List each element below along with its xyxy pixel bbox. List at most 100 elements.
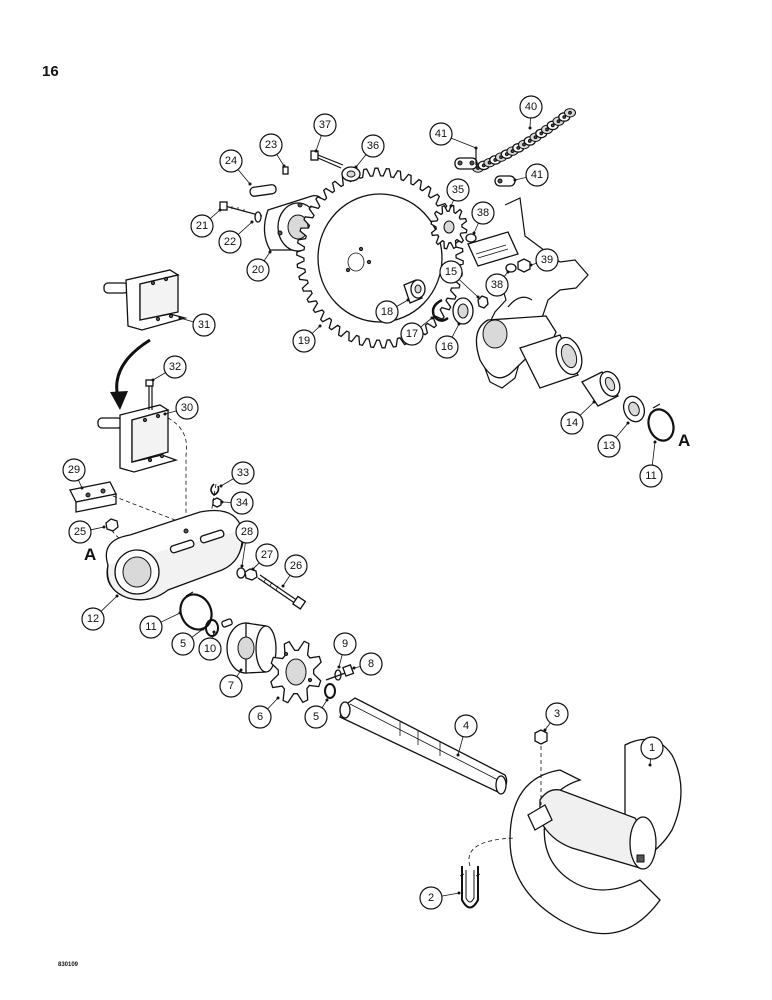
callout-pointer <box>430 316 434 320</box>
key <box>221 618 233 628</box>
callout-balloon <box>230 491 254 515</box>
callout-number: 32 <box>169 361 181 373</box>
callout-balloon <box>439 260 463 284</box>
callout-number: 12 <box>87 613 99 625</box>
slide-block <box>69 481 117 513</box>
callout-leader <box>267 697 279 710</box>
connector-link-upper <box>454 148 478 170</box>
callout-number: 9 <box>342 638 348 650</box>
callout-leader <box>473 222 479 234</box>
callout-number: 5 <box>180 638 186 650</box>
callout-pointer <box>115 594 119 598</box>
callout-number: 1 <box>649 742 655 754</box>
callout-number: 22 <box>224 236 236 248</box>
callout-leader <box>100 595 118 612</box>
callout-leader <box>529 117 531 129</box>
callout-leader <box>615 422 629 438</box>
callout-number: 10 <box>204 643 216 655</box>
callout-pointer <box>325 698 329 702</box>
callout-pointer <box>240 564 244 568</box>
callout-number: 5 <box>313 711 319 723</box>
callout-balloon <box>359 652 383 676</box>
callout-number: 35 <box>452 184 464 196</box>
callout-pointer <box>352 666 356 670</box>
callout-pointer <box>201 627 205 631</box>
callout-leader <box>221 501 232 503</box>
callout-pointer <box>318 324 322 328</box>
callout-balloon <box>313 113 337 137</box>
callout-number: 33 <box>237 467 249 479</box>
callout-balloon <box>435 335 459 359</box>
callout-leader <box>441 892 460 897</box>
callout-balloon <box>219 674 243 698</box>
callout-pointer <box>406 298 410 302</box>
callout-number: 37 <box>319 119 331 131</box>
callout-pointer <box>457 891 461 895</box>
callout-balloon <box>190 214 214 238</box>
callout-balloon <box>218 230 242 254</box>
hub-washer <box>254 211 262 223</box>
callout-pointer <box>513 178 517 182</box>
lock-washer <box>210 483 220 496</box>
callout-balloon <box>471 201 495 225</box>
callout-balloon <box>259 133 283 157</box>
callout-balloon <box>333 632 357 656</box>
callout-pointer <box>529 263 533 267</box>
callout-balloon <box>446 178 470 202</box>
callout-leader <box>544 722 551 731</box>
idler-bearing <box>341 166 361 182</box>
roller-chain <box>472 108 576 173</box>
callout-balloon <box>375 300 399 324</box>
callout-leader <box>451 323 460 338</box>
callout-number: 28 <box>241 526 253 538</box>
large-sprocket <box>296 167 464 349</box>
callout-pointer <box>248 182 252 186</box>
callout-number: 13 <box>603 440 615 452</box>
callout-balloon <box>246 258 270 282</box>
callout-leader <box>458 279 479 298</box>
chain-pin <box>568 110 572 115</box>
callout-leader <box>164 410 177 415</box>
callout-balloon <box>454 714 478 738</box>
drive-hub <box>226 622 277 674</box>
callout-balloon <box>231 461 255 485</box>
callout-balloon <box>525 163 549 187</box>
chain-pin <box>516 145 521 150</box>
callout-leader <box>276 154 285 167</box>
callout-pointer <box>457 322 461 326</box>
callout-pointer <box>528 126 532 130</box>
callout-balloon <box>400 322 424 346</box>
frame-tube <box>519 334 583 389</box>
callout-balloon <box>560 411 584 435</box>
callout-pointer <box>239 668 243 672</box>
callout-pointer <box>212 630 216 634</box>
callout-pointer <box>592 400 596 404</box>
arm-grease-fitting <box>105 518 119 532</box>
chain-pin <box>533 135 538 140</box>
callout-number: 40 <box>525 101 537 113</box>
callout-number: 6 <box>257 711 263 723</box>
callout-number: 25 <box>74 526 86 538</box>
callout-number: 39 <box>541 254 553 266</box>
callout-leader <box>220 478 234 487</box>
bearing-outer <box>622 395 646 423</box>
callout-pointer <box>476 295 480 299</box>
mounting-bracket <box>97 404 179 473</box>
callout-balloon <box>81 607 105 631</box>
hub-pin <box>249 184 277 197</box>
callout-pointer <box>449 204 453 208</box>
chain-pin <box>545 127 549 132</box>
block-alignment-line <box>112 495 176 521</box>
shaft-bolt <box>325 664 355 681</box>
callout-number: 7 <box>228 680 234 692</box>
callout-leader <box>152 372 166 381</box>
connector-link-lower <box>494 175 516 187</box>
install-arrow <box>110 338 151 410</box>
callout-number: 8 <box>368 658 374 670</box>
callout-pointer <box>543 728 547 732</box>
callout-balloon <box>597 434 621 458</box>
fitting-alignment-line <box>111 529 151 549</box>
callout-number: 14 <box>566 417 578 429</box>
chain-pin <box>550 123 555 128</box>
